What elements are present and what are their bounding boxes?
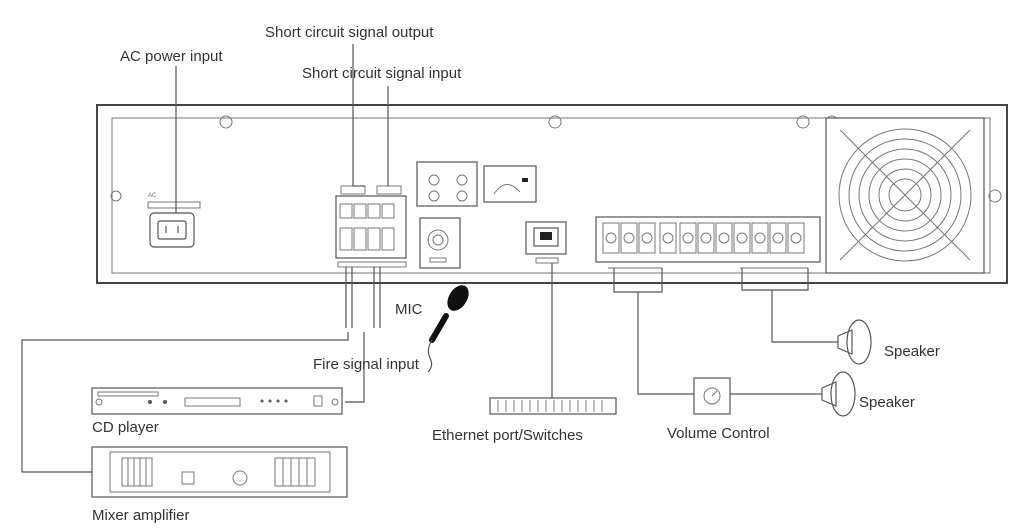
ac-power-inlet: AC bbox=[147, 193, 201, 248]
speaker-icon bbox=[837, 319, 872, 365]
label-ethernet-switches: Ethernet port/Switches bbox=[432, 427, 583, 444]
label-cd-player: CD player bbox=[92, 419, 159, 436]
label-speaker-bottom: Speaker bbox=[859, 394, 915, 411]
label-ac-power-input: AC power input bbox=[120, 48, 223, 65]
fan-grille bbox=[825, 117, 985, 274]
rca-jacks bbox=[416, 161, 537, 207]
mic-jack bbox=[419, 217, 461, 269]
speaker-icon bbox=[821, 371, 856, 417]
screw-icon bbox=[988, 189, 1002, 203]
label-short-circuit-output: Short circuit signal output bbox=[265, 24, 434, 41]
cd-player-device bbox=[91, 387, 343, 415]
short-circuit-terminal-block bbox=[335, 185, 407, 268]
volume-control-device bbox=[693, 377, 731, 415]
label-mixer-amplifier: Mixer amplifier bbox=[92, 507, 190, 524]
microphone-icon bbox=[427, 285, 469, 373]
screw-icon bbox=[548, 115, 562, 129]
ethernet-switch-device bbox=[489, 397, 617, 415]
mixer-amplifier-device bbox=[91, 446, 348, 498]
ethernet-port bbox=[525, 221, 567, 264]
label-mic: MIC bbox=[395, 301, 423, 318]
screw-icon bbox=[110, 190, 122, 202]
speaker-output-terminals bbox=[595, 216, 821, 269]
svg-text:AC: AC bbox=[148, 193, 157, 199]
label-short-circuit-input: Short circuit signal input bbox=[302, 65, 462, 82]
screw-icon bbox=[796, 115, 810, 129]
label-fire-signal-input: Fire signal input bbox=[313, 356, 420, 373]
screw-icon bbox=[219, 115, 233, 129]
label-speaker-top: Speaker bbox=[884, 343, 940, 360]
label-volume-control: Volume Control bbox=[667, 425, 770, 442]
